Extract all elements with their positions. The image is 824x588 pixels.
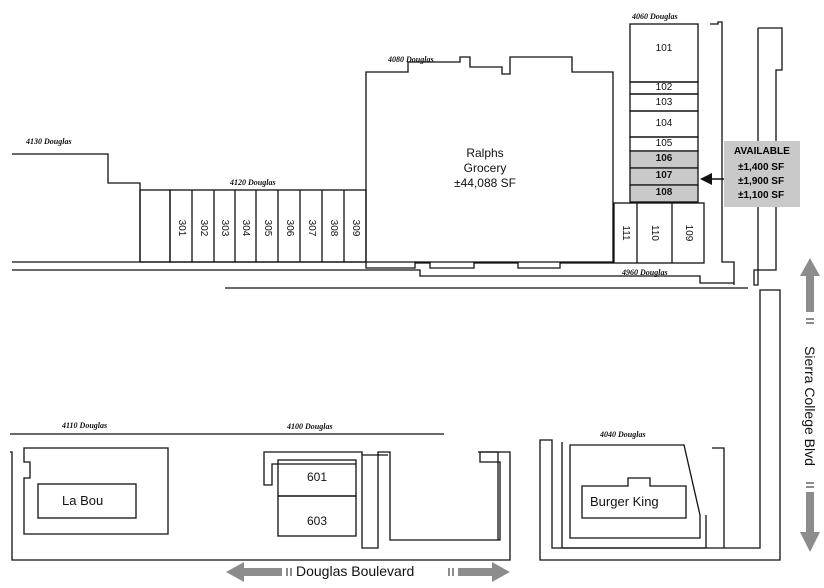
unit-label-307: 307: [306, 219, 317, 237]
unit-block-end: [139, 189, 171, 263]
ralphs-type: Grocery: [463, 161, 507, 175]
address-4060: 4060 Douglas: [632, 12, 678, 21]
street-sierra-college-blvd: Sierra College Blvd: [802, 346, 818, 466]
unit-label-301: 301: [176, 219, 187, 237]
address-4040: 4040 Douglas: [600, 430, 646, 439]
unit-label-306: 306: [284, 219, 295, 237]
sierra-arrow-icon: [800, 258, 820, 552]
unit-label-103: 103: [655, 97, 673, 108]
unit-label-107: 107: [655, 170, 673, 181]
available-pointer-icon: [700, 173, 712, 185]
unit-label-309: 309: [350, 219, 361, 237]
address-4960: 4960 Douglas: [622, 268, 668, 277]
address-4100: 4100 Douglas: [287, 422, 333, 431]
unit-label-110: 110: [649, 225, 660, 241]
ralphs-size: ±44,088 SF: [454, 176, 516, 190]
unit-label-305: 305: [262, 219, 273, 237]
address-4130: 4130 Douglas: [26, 137, 72, 146]
unit-label-302: 302: [198, 219, 209, 237]
ralphs-building: [365, 56, 614, 269]
ralphs-label: Ralphs Grocery ±44,088 SF: [430, 146, 540, 191]
burger-king-lot: [569, 444, 701, 539]
unit-label-603: 603: [306, 514, 328, 528]
burger-king-building: [581, 477, 687, 519]
tenant-burger-king: Burger King: [590, 494, 659, 509]
units-109-111: [613, 202, 705, 264]
address-4120: 4120 Douglas: [230, 178, 276, 187]
unit-603: [277, 495, 357, 537]
unit-label-111: 111: [620, 225, 631, 241]
unit-label-104: 104: [655, 118, 673, 129]
available-size-107: ±1,900 SF: [738, 176, 785, 187]
building-outline-4130: [12, 153, 141, 262]
street-douglas-boulevard: Douglas Boulevard: [296, 563, 415, 579]
la-bou-outline: [23, 447, 169, 535]
tenant-la-bou: La Bou: [62, 493, 104, 508]
unit-label-102: 102: [655, 82, 673, 93]
unit-label-109: 109: [683, 224, 694, 242]
unit-label-601: 601: [306, 470, 328, 484]
unit-label-303: 303: [219, 219, 230, 237]
unit-label-105: 105: [655, 138, 673, 149]
unit-label-308: 308: [328, 219, 339, 237]
unit-label-304: 304: [240, 219, 251, 237]
unit-label-106: 106: [655, 153, 673, 164]
address-4080: 4080 Douglas: [388, 55, 434, 64]
available-callout: [724, 141, 800, 207]
douglas-arrow-icon: [226, 562, 510, 582]
address-4110: 4110 Douglas: [62, 421, 108, 430]
available-size-108: ±1,100 SF: [738, 190, 785, 201]
ralphs-name: Ralphs: [466, 146, 504, 160]
available-title: AVAILABLE: [734, 146, 790, 157]
unit-label-101: 101: [655, 43, 673, 54]
unit-108-available: [629, 184, 699, 203]
available-size-106: ±1,400 SF: [738, 162, 785, 173]
unit-label-108: 108: [655, 187, 673, 198]
la-bou-building: [37, 483, 137, 519]
